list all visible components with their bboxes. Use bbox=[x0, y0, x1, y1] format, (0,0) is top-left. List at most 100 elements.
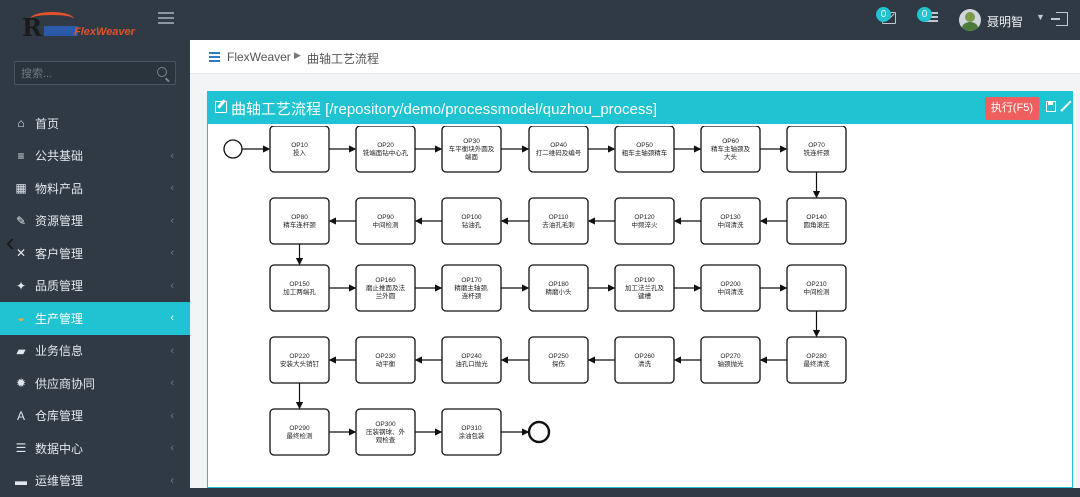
process-node-box bbox=[787, 198, 846, 244]
execute-button[interactable]: 执行(F5) bbox=[985, 97, 1039, 120]
process-node-box bbox=[787, 337, 846, 383]
chevron-left-icon: ‹ bbox=[170, 182, 174, 194]
process-panel: 曲轴工艺流程 [/repository/demo/processmodel/qu… bbox=[207, 91, 1073, 488]
process-node-code: OP10 bbox=[291, 142, 308, 149]
process-node-code: OP210 bbox=[806, 281, 827, 288]
process-node-name: 观检查 bbox=[376, 435, 396, 444]
sidebar-item[interactable]: ≡公共基础‹ bbox=[0, 140, 190, 173]
process-node-code: OP40 bbox=[550, 142, 567, 149]
process-node-code: OP300 bbox=[375, 421, 396, 428]
headset-icon: ◒ bbox=[14, 311, 28, 325]
panel-header: 曲轴工艺流程 [/repository/demo/processmodel/qu… bbox=[208, 92, 1072, 124]
process-node-name: 精磨主轴颈, bbox=[454, 283, 489, 292]
sidebar-toggle-icon[interactable] bbox=[158, 12, 174, 24]
process-node-code: OP170 bbox=[461, 277, 482, 284]
process-node-code: OP60 bbox=[722, 138, 739, 145]
logout-icon[interactable] bbox=[1056, 12, 1068, 26]
sidebar-item[interactable]: ▦物料产品‹ bbox=[0, 172, 190, 205]
process-node-name: 圆角滚压 bbox=[804, 220, 831, 229]
logo[interactable]: R FlexWeaver bbox=[18, 12, 128, 42]
sidebar-item-label: 业务信息 bbox=[35, 342, 83, 359]
process-node-code: OP190 bbox=[634, 277, 655, 284]
process-node-box bbox=[529, 198, 588, 244]
chevron-left-icon: ‹ bbox=[170, 345, 174, 357]
scroll-left-arrow-icon[interactable]: ‹ bbox=[6, 230, 24, 254]
process-node-name: 磨止推面及法 bbox=[366, 283, 406, 292]
save-icon[interactable] bbox=[1046, 101, 1056, 112]
sidebar-item[interactable]: ✕客户管理‹ bbox=[0, 237, 190, 270]
process-node-box bbox=[270, 409, 329, 455]
process-node-name: 铣端面钻中心孔 bbox=[363, 148, 409, 157]
search-input[interactable] bbox=[21, 65, 151, 82]
process-node-box bbox=[787, 265, 846, 311]
sidebar-item[interactable]: ✦品质管理‹ bbox=[0, 270, 190, 303]
chevron-down-icon[interactable]: ▼ bbox=[1036, 12, 1045, 22]
process-node-box bbox=[442, 337, 501, 383]
chevron-left-icon: ‹ bbox=[170, 215, 174, 227]
sidebar-item[interactable]: ⌂首页 bbox=[0, 107, 190, 140]
process-node-code: OP180 bbox=[548, 281, 569, 288]
sidebar-item[interactable]: ✹供应商协同‹ bbox=[0, 367, 190, 400]
panel-title: 曲轴工艺流程 [/repository/demo/processmodel/qu… bbox=[231, 98, 657, 119]
chevron-left-icon: ‹ bbox=[170, 247, 174, 259]
process-node-code: OP130 bbox=[720, 214, 741, 221]
sidebar-item-label: 首页 bbox=[35, 115, 59, 132]
menu-icon[interactable] bbox=[209, 52, 220, 62]
sidebar-item-label: 供应商协同 bbox=[35, 375, 95, 392]
process-node-name: 加工法兰孔及 bbox=[625, 283, 665, 292]
chevron-left-icon: ‹ bbox=[170, 475, 174, 487]
breadcrumb-root[interactable]: FlexWeaver bbox=[227, 50, 291, 64]
breadcrumb-separator-icon: ▶ bbox=[294, 50, 301, 61]
process-node-box bbox=[615, 126, 674, 172]
search-icon[interactable] bbox=[157, 67, 167, 77]
sidebar-item[interactable]: ▬运维管理‹ bbox=[0, 465, 190, 497]
sidebar-item[interactable]: ☰数据中心‹ bbox=[0, 432, 190, 465]
expand-icon[interactable] bbox=[1060, 100, 1072, 112]
search-box bbox=[14, 61, 176, 85]
user-name[interactable]: 聂明智 bbox=[987, 13, 1023, 30]
process-node-box bbox=[356, 198, 415, 244]
process-node-code: OP140 bbox=[806, 214, 827, 221]
sidebar-item[interactable]: ◒生产管理‹ bbox=[0, 302, 190, 335]
sidebar-item[interactable]: ▰业务信息‹ bbox=[0, 335, 190, 368]
sidebar-item[interactable]: ✎资源管理‹ bbox=[0, 205, 190, 238]
process-node-name: 打二维码及编号 bbox=[536, 148, 582, 157]
avatar[interactable] bbox=[959, 9, 981, 31]
process-node-name: 安装大头销钉 bbox=[280, 359, 320, 368]
process-node-box bbox=[270, 126, 329, 172]
process-node-name: 探伤 bbox=[552, 359, 566, 368]
